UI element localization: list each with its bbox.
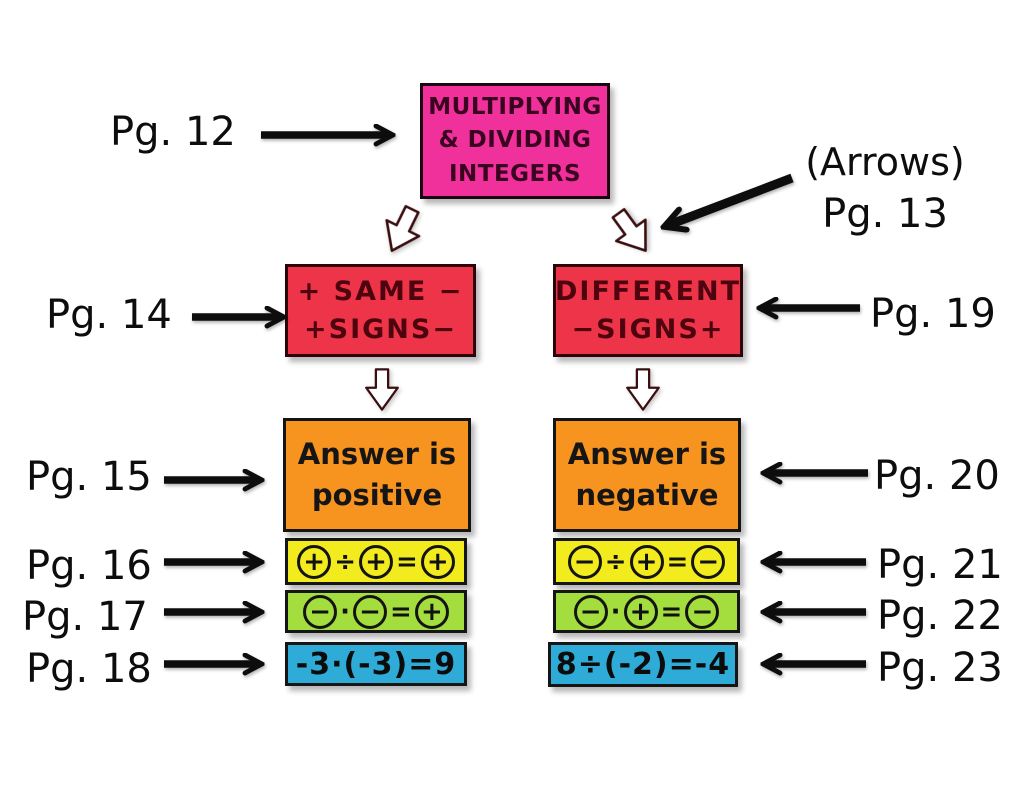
- arrow-pg22-to-rule: [752, 598, 866, 626]
- operator: =: [660, 596, 683, 627]
- page-ref-19: Pg. 19: [870, 291, 996, 337]
- answer-positive-card: Answer is positive: [283, 418, 471, 532]
- arrow-pg21-to-rule: [752, 548, 866, 576]
- page-ref-14: Pg. 14: [46, 292, 172, 338]
- circled-sign: −: [567, 544, 602, 579]
- page-ref-22: Pg. 22: [877, 593, 1003, 639]
- circled-sign: +: [623, 594, 658, 629]
- rule-negative-times-negative: −·−=+: [285, 590, 467, 633]
- example-division-card: 8÷(-2)=-4: [548, 642, 738, 687]
- example-multiplication-card: -3·(-3)=9: [285, 642, 467, 686]
- page-ref-21: Pg. 21: [877, 542, 1003, 588]
- flow-arrow-down-left-icon: [385, 204, 421, 252]
- operator: =: [396, 546, 418, 577]
- operator: ÷: [604, 546, 627, 577]
- arrow-pg14-to-same-signs: [192, 303, 298, 331]
- flow-arrow-down-icon: [626, 368, 660, 411]
- circled-sign: +: [420, 544, 455, 579]
- same-signs-card: + SAME − +SIGNS−: [285, 264, 476, 357]
- operator: =: [666, 546, 689, 577]
- page-ref-18: Pg. 18: [26, 646, 152, 692]
- circled-sign: −: [691, 544, 726, 579]
- different-signs-card: DIFFERENT −SIGNS+: [553, 264, 743, 357]
- flow-arrow-down-right-icon: [611, 207, 647, 252]
- rule-negative-times-positive: −·+=−: [553, 590, 740, 633]
- page-ref-13-block: (Arrows) Pg. 13: [760, 136, 1010, 240]
- circled-sign: −: [685, 594, 720, 629]
- arrow-pg12-to-title: [261, 121, 408, 149]
- page-ref-13: Pg. 13: [822, 191, 948, 237]
- arrow-pg16-to-rule: [164, 548, 280, 576]
- circled-sign: +: [359, 544, 393, 579]
- circled-sign: −: [353, 594, 388, 629]
- circled-sign: −: [303, 594, 338, 629]
- circled-sign: −: [573, 594, 608, 629]
- operator: =: [390, 596, 412, 627]
- answer-negative-card: Answer is negative: [553, 418, 741, 532]
- operator: ÷: [334, 546, 356, 577]
- flow-arrow-down-icon: [365, 368, 399, 411]
- arrow-pg23-to-example: [752, 650, 866, 678]
- page-ref-17: Pg. 17: [22, 594, 148, 640]
- arrow-pg20-to-answer: [752, 459, 868, 487]
- arrow-pg18-to-example: [164, 650, 280, 678]
- arrows-note: (Arrows): [805, 140, 965, 184]
- arrow-pg17-to-rule: [164, 598, 280, 626]
- circled-sign: +: [297, 544, 332, 579]
- rule-positive-divided-by-positive: +÷+=+: [285, 538, 467, 585]
- page-ref-23: Pg. 23: [877, 645, 1003, 691]
- operator: ·: [340, 596, 351, 627]
- title-card: MULTIPLYING & DIVIDING INTEGERS: [420, 83, 610, 199]
- arrow-pg19-to-different-signs: [748, 294, 860, 322]
- rule-negative-divided-by-positive: −÷+=−: [553, 538, 740, 585]
- circled-sign: +: [414, 594, 449, 629]
- arrow-pg15-to-answer: [164, 466, 280, 494]
- page-ref-20: Pg. 20: [874, 453, 1000, 499]
- operator: ·: [610, 596, 621, 627]
- page-ref-15: Pg. 15: [26, 454, 152, 500]
- circled-sign: +: [629, 544, 664, 579]
- page-ref-12: Pg. 12: [110, 109, 236, 155]
- arrow-pg13-to-flow-arrow: [648, 173, 794, 244]
- page-ref-16: Pg. 16: [26, 543, 152, 589]
